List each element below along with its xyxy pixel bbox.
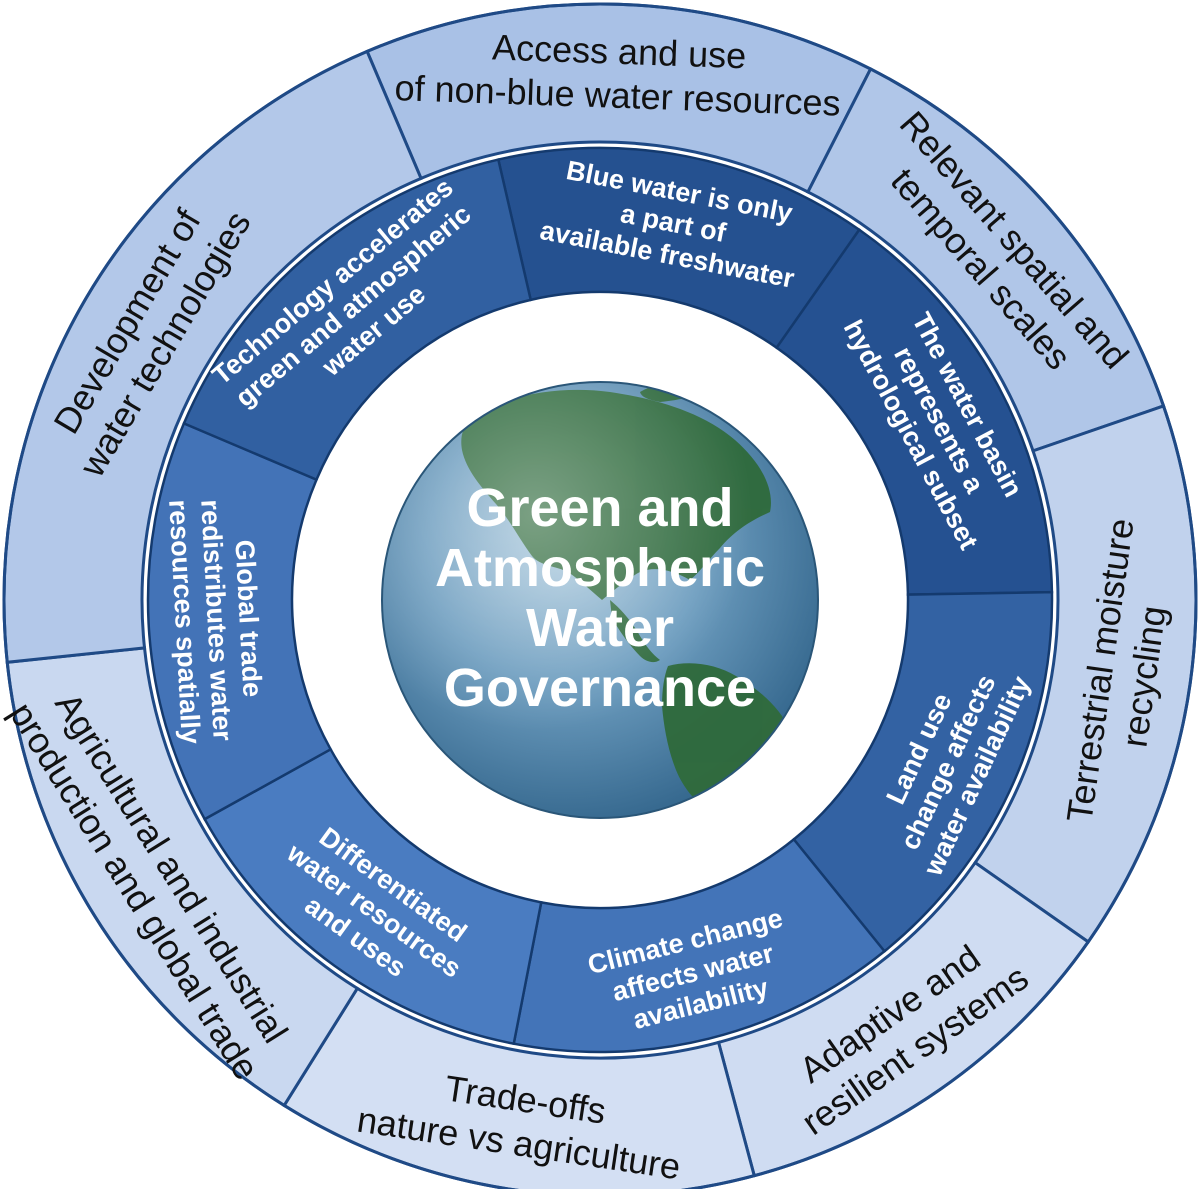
center-title-line: Green and [466, 478, 733, 538]
center-title-line: Water [526, 598, 674, 658]
outer-segment-0-line: Access and use [491, 26, 746, 76]
inner-segment [774, 228, 1054, 596]
center-title-line: Atmospheric [435, 538, 765, 598]
inner-segment [182, 158, 533, 482]
center-title-line: Governance [444, 658, 756, 718]
